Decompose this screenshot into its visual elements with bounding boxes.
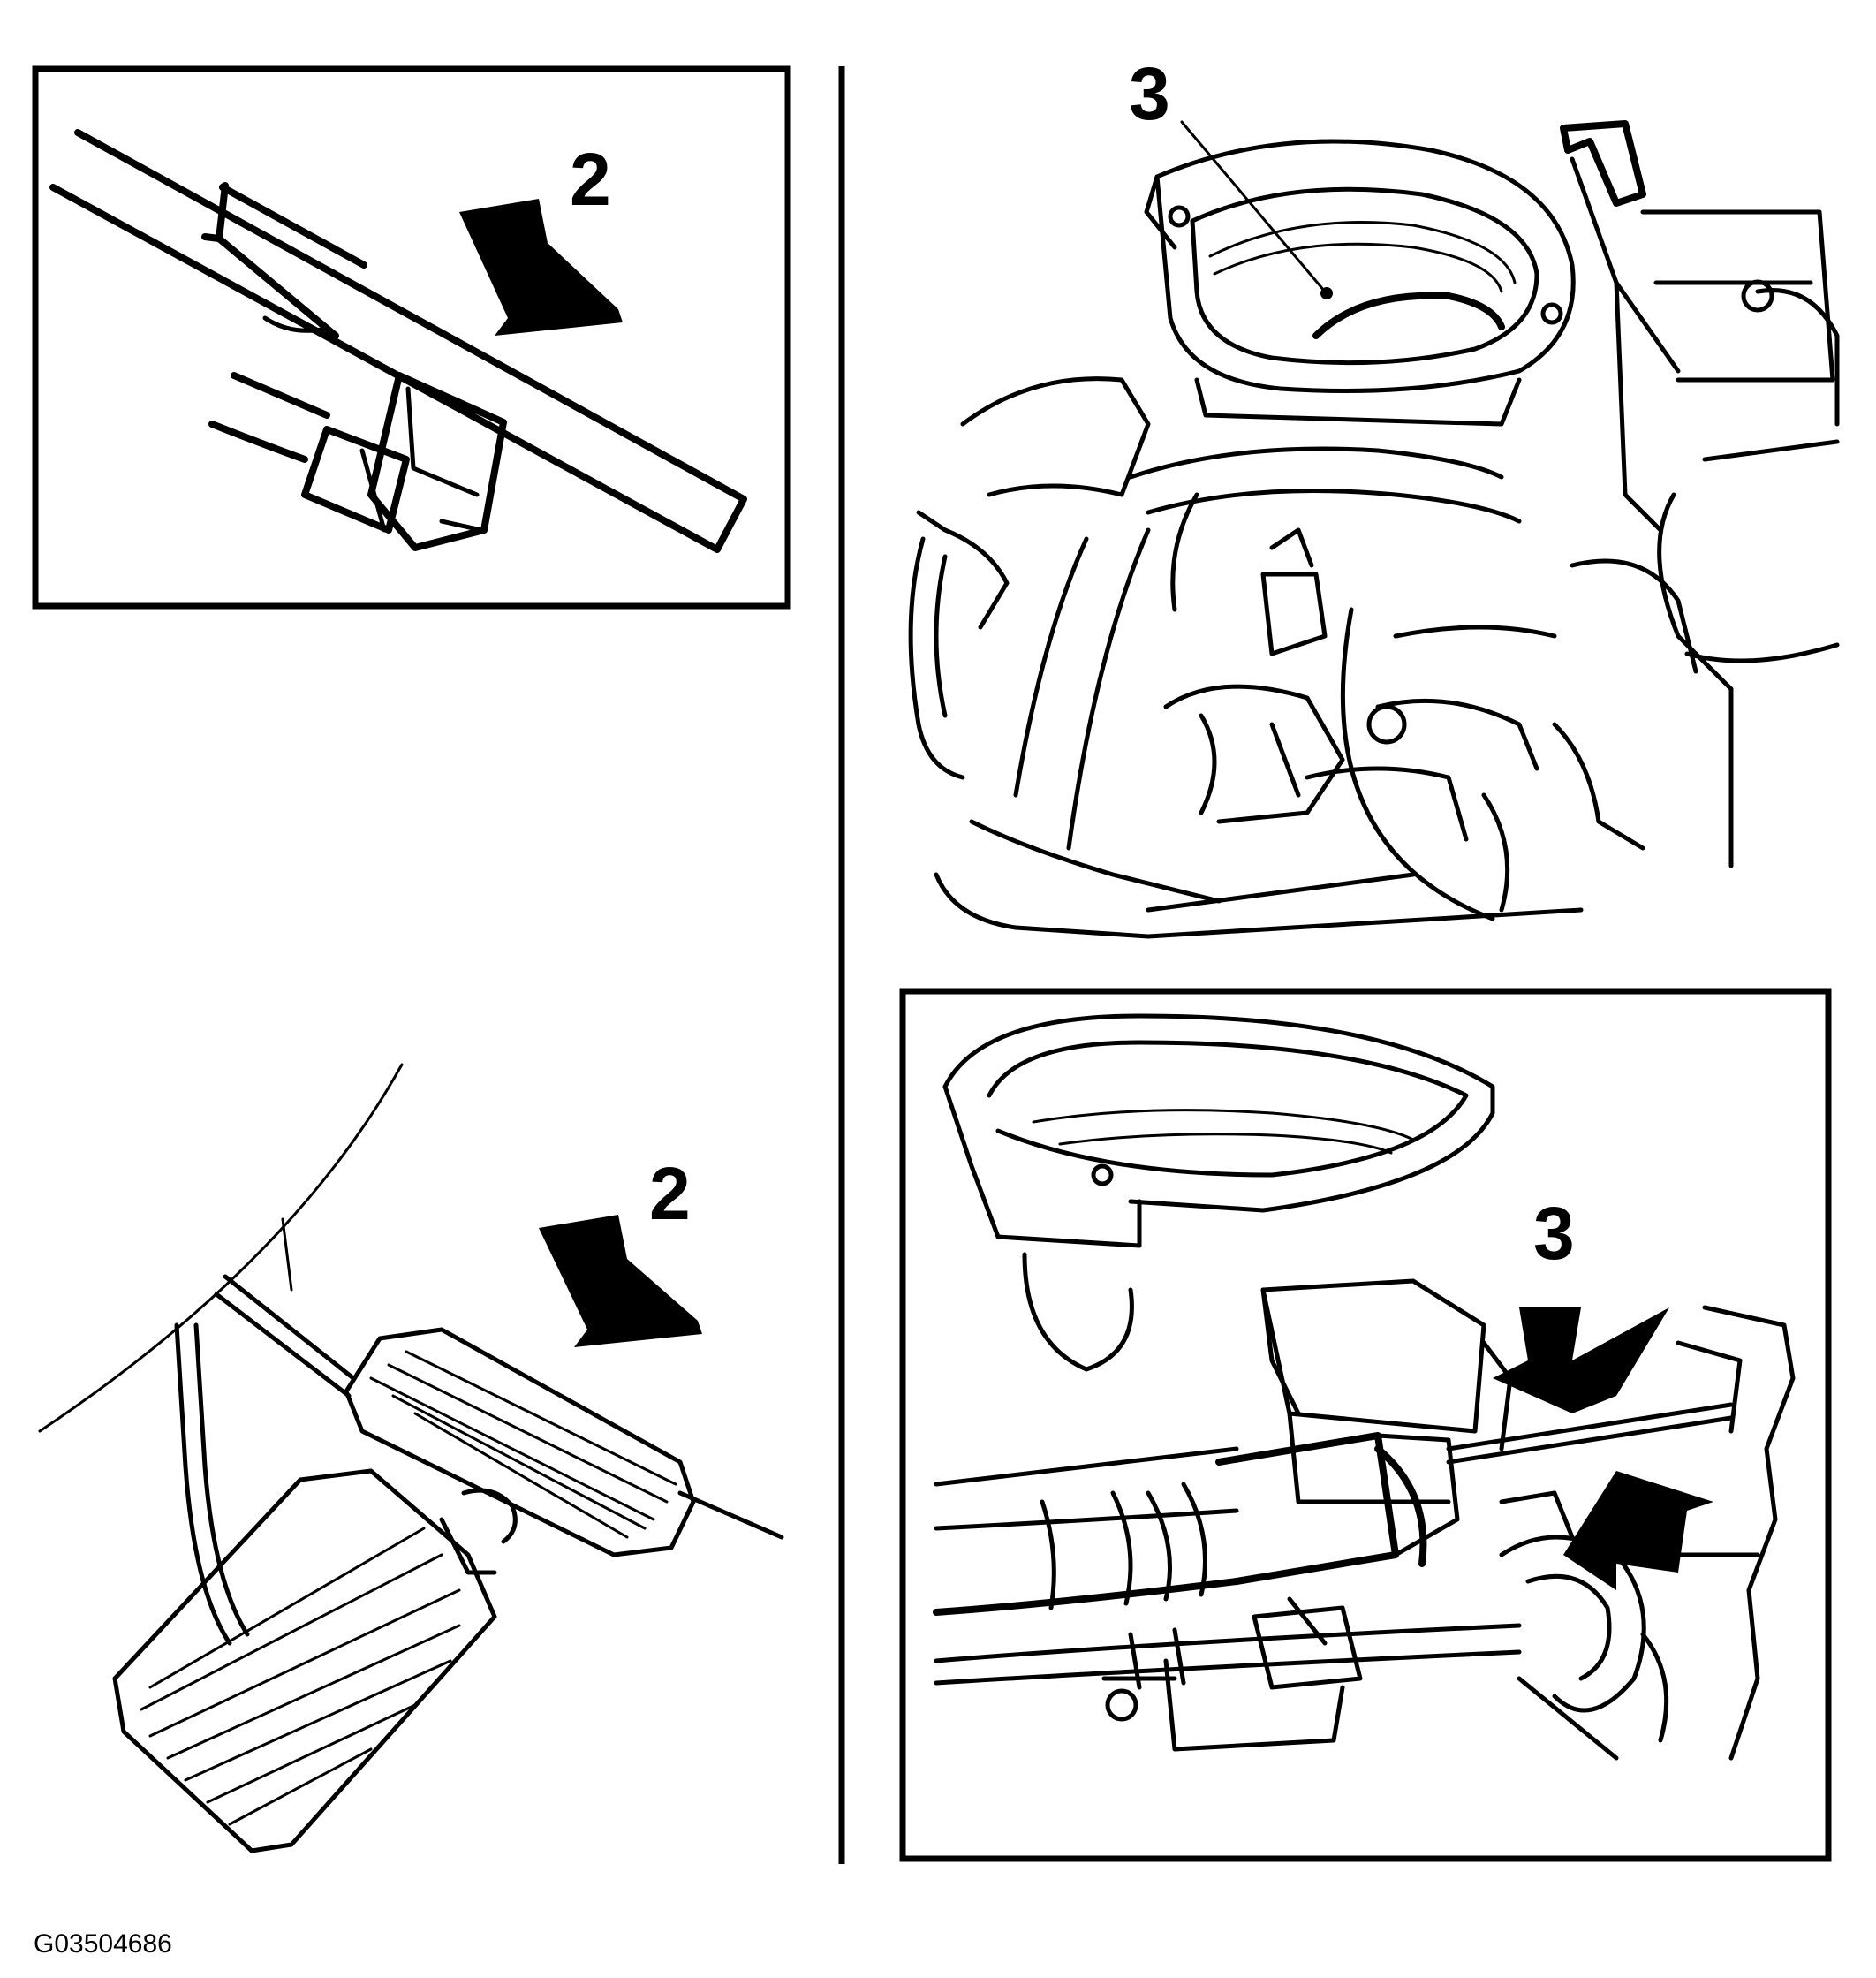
cable-inset-right-bracket (1499, 1305, 1796, 1761)
throttle-bore-leader-dot (1320, 287, 1333, 299)
pedal-inset-arrow-2 (459, 199, 623, 336)
pedal-inset-callout-2: 2 (570, 138, 611, 221)
throttle-bore-callout-3: 3 (1129, 52, 1170, 135)
cable-inset-clip (1101, 1596, 1363, 1752)
throttle-linkage-bracket (1560, 120, 1840, 868)
cable-inset-callout-3: 3 (1533, 1192, 1575, 1275)
cable-inset-bore-flange (942, 1013, 1495, 1372)
brake-pedal-pad (112, 1468, 518, 1853)
pedal-arrow-2 (539, 1215, 702, 1347)
pedal-support-rods (174, 1274, 784, 1646)
pedal-assembly-panel: 2 (38, 1063, 784, 1853)
cable-inset-bracket (1260, 1278, 1513, 1504)
pedal-pivot-inset-panel: 2 (32, 65, 791, 610)
pedal-switch-drawing (208, 372, 507, 551)
figure-id: G03504686 (34, 1929, 172, 1959)
throttle-bore-flange (1144, 139, 1576, 427)
cable-inset-arrow-3-top (1493, 1307, 1669, 1413)
cable-detail-inset-panel: 3 (899, 988, 1832, 1862)
cable-detail-inset-frame (899, 988, 1832, 1862)
injector-harness (1013, 527, 1698, 939)
pedal-callout-2: 2 (649, 1152, 691, 1235)
accelerator-pedal-pad (344, 1327, 696, 1557)
throttle-cable (933, 1402, 1734, 1690)
throttle-body-overview-panel: 3 (908, 52, 1840, 939)
pedal-arm-drawing (49, 129, 747, 553)
floor-contour (38, 1063, 404, 1433)
cable-inset-arrow-3-bottom (1563, 1471, 1713, 1590)
throttle-bore-leader-line (1180, 120, 1327, 293)
pedal-pivot-inset-frame (32, 65, 791, 610)
intake-hoses (908, 376, 1522, 930)
